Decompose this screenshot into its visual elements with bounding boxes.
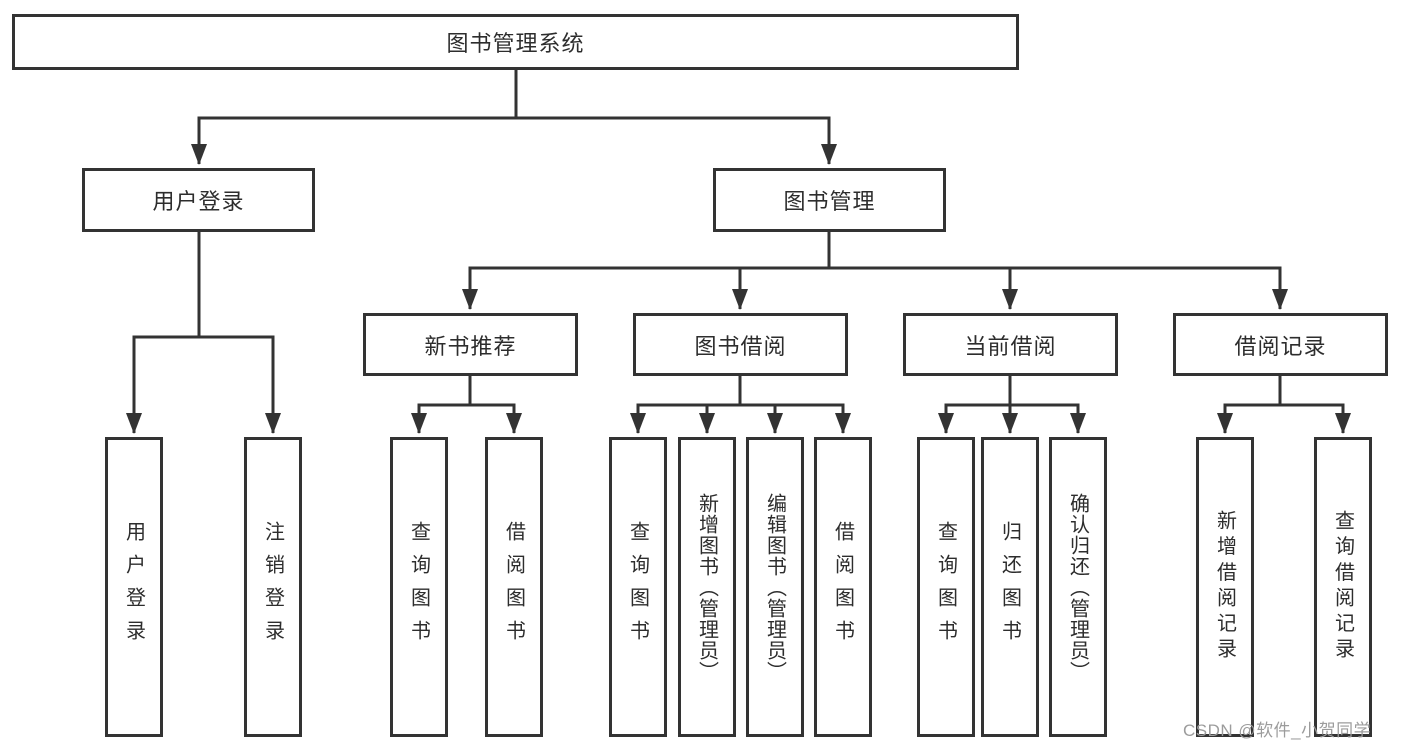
node-label: 新书推荐 <box>424 333 517 359</box>
node-label: 新增借阅记录 <box>1213 510 1236 664</box>
node-label: 注销登录 <box>261 521 284 653</box>
leaf-return-books: 归还图书 <box>981 437 1039 737</box>
node-book-management: 图书管理 <box>713 168 946 232</box>
node-label: 图书管理 <box>783 189 876 214</box>
node-label: 归还图书 <box>998 521 1021 653</box>
leaf-query-books-1: 查询图书 <box>390 437 448 737</box>
leaf-borrow-books-1: 借阅图书 <box>485 437 543 737</box>
node-root-system: 图书管理系统 <box>12 14 1019 70</box>
leaf-borrow-books-2: 借阅图书 <box>814 437 872 737</box>
leaf-query-borrow-record: 查询借阅记录 <box>1314 437 1372 737</box>
leaf-user-login: 用户登录 <box>105 437 163 737</box>
node-book-borrow: 图书借阅 <box>633 313 848 376</box>
csdn-watermark: CSDN @软件_小贺同学 <box>1183 721 1372 740</box>
node-label: 用户登录 <box>152 189 245 214</box>
leaf-edit-books-admin: 编辑图书（管理员） <box>746 437 804 737</box>
leaf-add-books-admin: 新增图书（管理员） <box>678 437 736 737</box>
node-label: 查询图书 <box>407 521 430 653</box>
node-label: 借阅图书 <box>831 521 854 653</box>
node-label: 查询借阅记录 <box>1331 510 1354 664</box>
node-label: 编辑图书（管理员） <box>763 492 786 682</box>
node-user-login: 用户登录 <box>82 168 315 232</box>
leaf-confirm-return-admin: 确认归还（管理员） <box>1049 437 1107 737</box>
leaf-query-books-2: 查询图书 <box>609 437 667 737</box>
node-label: 借阅记录 <box>1234 333 1327 359</box>
node-new-book-recommend: 新书推荐 <box>363 313 578 376</box>
node-label: 用户登录 <box>122 521 145 653</box>
node-label: 图书借阅 <box>694 333 787 359</box>
node-label: 借阅图书 <box>502 521 525 653</box>
node-borrow-records: 借阅记录 <box>1173 313 1388 376</box>
node-label: 当前借阅 <box>964 333 1057 359</box>
node-label: 查询图书 <box>626 521 649 653</box>
leaf-add-borrow-record: 新增借阅记录 <box>1196 437 1254 737</box>
leaf-logout: 注销登录 <box>244 437 302 737</box>
node-label: 查询图书 <box>934 521 957 653</box>
node-label: 图书管理系统 <box>446 31 585 56</box>
node-label: 确认归还（管理员） <box>1066 492 1089 682</box>
node-label: 新增图书（管理员） <box>695 492 718 682</box>
node-current-borrow: 当前借阅 <box>903 313 1118 376</box>
leaf-query-books-3: 查询图书 <box>917 437 975 737</box>
